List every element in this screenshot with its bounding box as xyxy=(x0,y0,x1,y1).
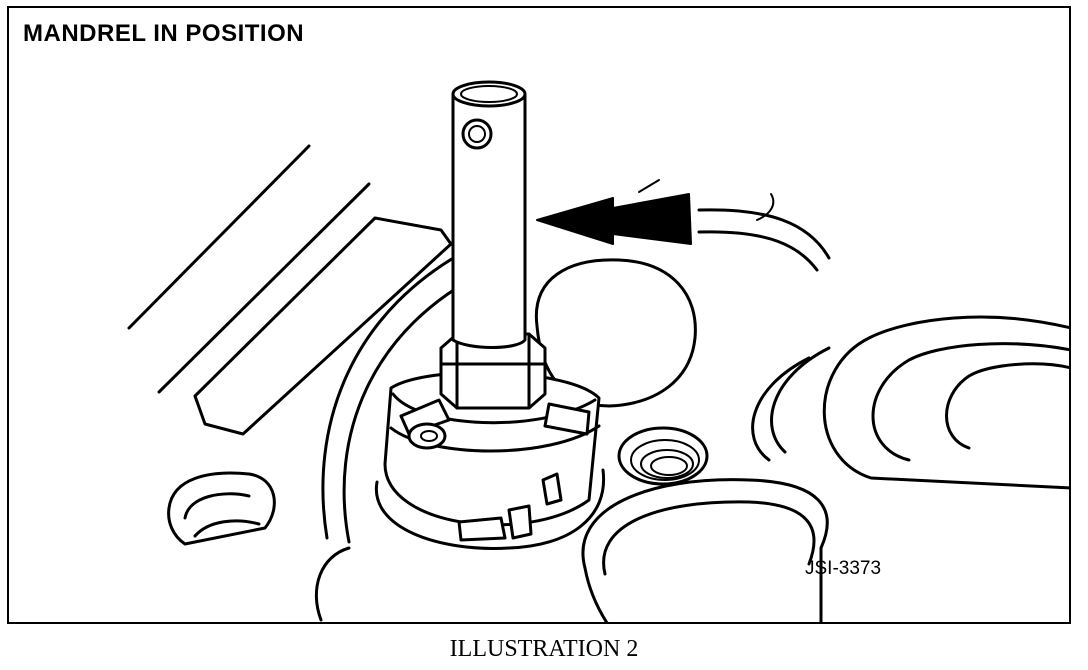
right-bore xyxy=(751,315,1069,490)
threaded-hole xyxy=(617,426,709,486)
left-hole xyxy=(167,471,276,546)
lower-edge xyxy=(314,546,351,622)
hex-nut xyxy=(439,332,547,410)
mandrel-shaft xyxy=(451,80,527,349)
figure-caption: ILLUSTRATION 2 xyxy=(449,636,639,662)
mandrel-illustration xyxy=(127,80,1069,622)
housing-curves xyxy=(321,179,831,544)
left-plate xyxy=(127,144,453,436)
figure-code: JSI-3373 xyxy=(805,558,882,579)
figure-title: MANDREL IN POSITION xyxy=(23,20,305,47)
tool-base xyxy=(374,370,606,550)
direction-arrow xyxy=(536,193,692,245)
lower-bore xyxy=(581,478,829,622)
figure-frame: MANDREL IN POSITION JSI-3373 xyxy=(7,6,1071,624)
